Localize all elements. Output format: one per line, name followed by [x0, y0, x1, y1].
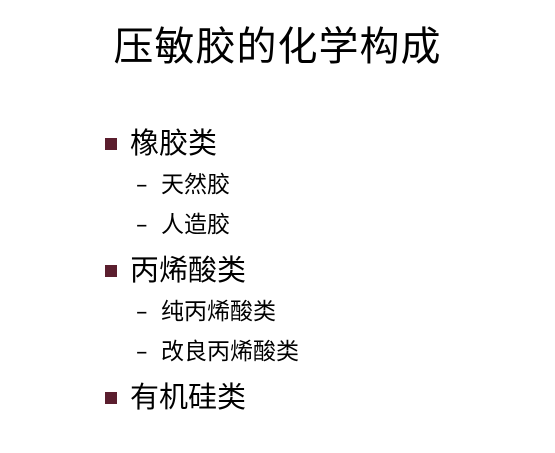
- sub-item-synthetic-rubber: – 人造胶: [0, 210, 555, 240]
- bullet-item-label: 有机硅类: [130, 380, 247, 414]
- bullet-item-label: 橡胶类: [130, 126, 218, 160]
- dash-bullet-icon: –: [136, 212, 148, 238]
- dash-bullet-icon: –: [136, 172, 148, 198]
- square-bullet-icon: [105, 392, 117, 404]
- bullet-item-acrylic: 丙烯酸类: [0, 251, 555, 289]
- sub-item-label: 天然胶: [161, 172, 230, 198]
- sub-item-label: 改良丙烯酸类: [161, 339, 299, 365]
- square-bullet-icon: [105, 265, 117, 277]
- sub-item-natural-rubber: – 天然胶: [0, 170, 555, 200]
- sub-item-label: 人造胶: [161, 212, 230, 238]
- bullet-item-rubber: 橡胶类: [0, 124, 555, 162]
- sub-item-modified-acrylic: – 改良丙烯酸类: [0, 337, 555, 367]
- square-bullet-icon: [105, 138, 117, 150]
- sub-item-label: 纯丙烯酸类: [161, 299, 276, 325]
- sub-item-pure-acrylic: – 纯丙烯酸类: [0, 297, 555, 327]
- dash-bullet-icon: –: [136, 299, 148, 325]
- bullet-item-label: 丙烯酸类: [130, 253, 247, 287]
- bullet-item-silicone: 有机硅类: [0, 378, 555, 416]
- dash-bullet-icon: –: [136, 339, 148, 365]
- slide-title: 压敏胶的化学构成: [113, 24, 442, 70]
